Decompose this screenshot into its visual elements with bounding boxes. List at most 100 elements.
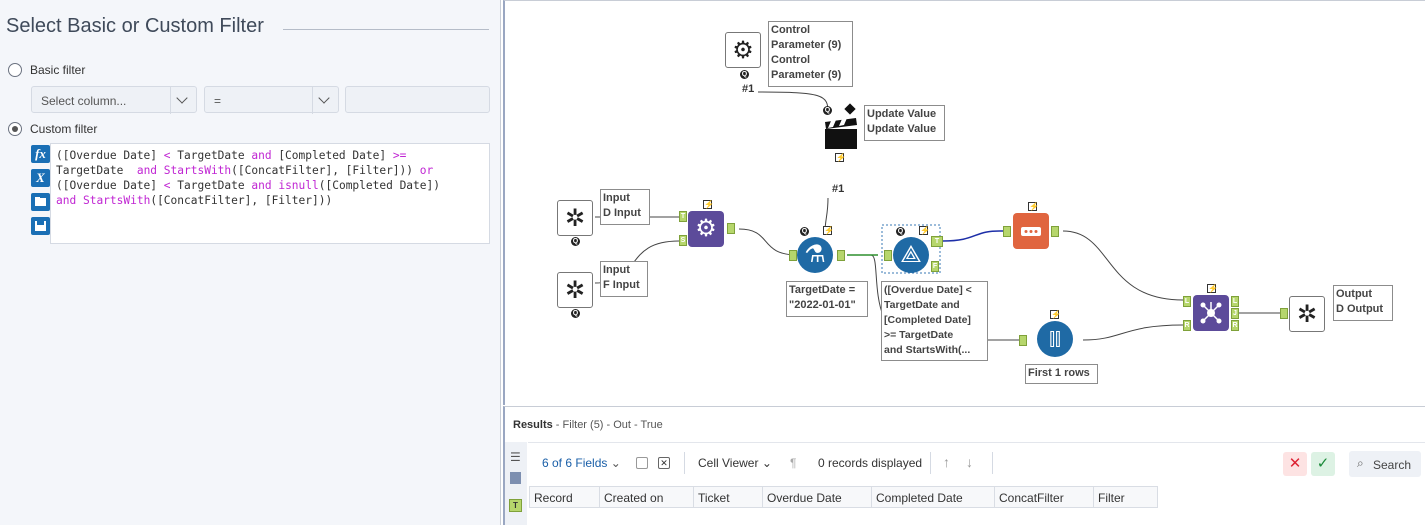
update-connection-label: #1 bbox=[832, 183, 845, 195]
pilcrow-icon[interactable]: ¶ bbox=[790, 456, 797, 470]
search-box[interactable]: ⌕ Search bbox=[1349, 451, 1421, 477]
search-label: Search bbox=[1373, 458, 1412, 472]
input-f-annotation: Input F Input bbox=[600, 261, 648, 297]
false-anchor[interactable]: F bbox=[931, 261, 939, 272]
join-tool[interactable] bbox=[1193, 295, 1229, 331]
confirm-icon[interactable]: ✓ bbox=[1311, 452, 1335, 476]
test-tubes-icon: ⫿⫿ bbox=[1049, 329, 1061, 349]
input-anchor[interactable] bbox=[1019, 335, 1027, 346]
join-left-anchor[interactable]: L bbox=[1183, 296, 1191, 307]
sample-tool[interactable]: ⫿⫿ bbox=[1037, 321, 1073, 357]
separator bbox=[930, 452, 931, 474]
input-anchor[interactable] bbox=[884, 250, 892, 261]
input-anchor-s[interactable]: S bbox=[679, 235, 687, 246]
cell-viewer-dropdown[interactable]: Cell Viewer ⌄ bbox=[698, 456, 772, 470]
separator bbox=[684, 452, 685, 474]
output-anchor[interactable] bbox=[727, 223, 735, 234]
deselect-icon[interactable]: ✕ bbox=[658, 457, 670, 469]
macro-input-icon: ✲ bbox=[564, 277, 586, 304]
basic-filter-label: Basic filter bbox=[30, 63, 86, 77]
panel-title: Select Basic or Custom Filter bbox=[6, 15, 264, 37]
select-column-placeholder: Select column... bbox=[41, 94, 127, 108]
custom-filter-radio[interactable] bbox=[8, 122, 22, 136]
column-header[interactable]: Record bbox=[529, 486, 600, 508]
arrow-down-icon[interactable]: ↓ bbox=[966, 454, 973, 470]
operator-dropdown[interactable]: = bbox=[204, 86, 339, 114]
dynamic-input-tool[interactable]: ⚙ bbox=[688, 211, 724, 247]
join-out-joined[interactable]: J bbox=[1231, 308, 1239, 319]
expression-line: ([Overdue Date] < TargetDate and isnull(… bbox=[56, 179, 440, 192]
join-out-right[interactable]: R bbox=[1231, 320, 1239, 331]
lightning-icon: ⚡ bbox=[1028, 202, 1039, 211]
column-header[interactable]: Created on bbox=[599, 486, 694, 508]
filter-tool[interactable]: ⟁ bbox=[893, 237, 929, 273]
ooo-icon bbox=[1021, 227, 1041, 236]
update-value-tool[interactable] bbox=[823, 116, 859, 152]
function-icon[interactable]: fx bbox=[31, 145, 50, 163]
results-title: Results bbox=[513, 419, 553, 431]
results-subtitle: - Filter (5) - Out - True bbox=[552, 419, 663, 431]
column-header[interactable]: Ticket bbox=[693, 486, 763, 508]
column-header[interactable]: Completed Date bbox=[871, 486, 995, 508]
filter-value-input[interactable] bbox=[345, 86, 490, 113]
input-d-annotation: Input D Input bbox=[600, 189, 650, 225]
input-f-tool[interactable]: ✲ bbox=[557, 272, 593, 308]
question-anchor-icon[interactable]: Q bbox=[823, 106, 832, 115]
basic-filter-radio[interactable] bbox=[8, 63, 22, 77]
input-anchor[interactable] bbox=[1280, 308, 1288, 319]
output-tool[interactable]: ✲ bbox=[1289, 296, 1325, 332]
checkbox-icon[interactable] bbox=[636, 457, 648, 469]
chevron-down-icon bbox=[312, 87, 338, 114]
column-header[interactable]: Overdue Date bbox=[762, 486, 872, 508]
variable-icon[interactable]: X bbox=[31, 169, 50, 187]
table-icon[interactable] bbox=[510, 472, 521, 484]
select-column-dropdown[interactable]: Select column... bbox=[31, 86, 197, 114]
expression-line: TargetDate and StartsWith([ConcatFilter]… bbox=[56, 164, 434, 177]
join-right-anchor[interactable]: R bbox=[1183, 320, 1191, 331]
filter-triangle-icon: ⟁ bbox=[900, 241, 922, 268]
output-anchor[interactable] bbox=[1051, 226, 1059, 237]
save-icon[interactable] bbox=[31, 217, 50, 235]
join-out-left[interactable]: L bbox=[1231, 296, 1239, 307]
results-header: Results - Filter (5) - Out - True bbox=[513, 419, 663, 431]
search-icon: ⌕ bbox=[1357, 456, 1364, 470]
fields-dropdown[interactable]: 6 of 6 Fields ⌄ bbox=[542, 456, 621, 470]
column-header[interactable]: Filter bbox=[1093, 486, 1158, 508]
toolbar-divider bbox=[528, 442, 1425, 443]
input-anchor[interactable] bbox=[1003, 226, 1011, 237]
expression-line: and StartsWith([ConcatFilter], [Filter])… bbox=[56, 194, 333, 207]
open-folder-icon[interactable] bbox=[31, 193, 50, 211]
filter-annotation: ([Overdue Date] < TargetDate and [Comple… bbox=[881, 281, 988, 361]
output-annotation: Output D Output bbox=[1333, 285, 1393, 321]
question-anchor-icon[interactable]: Q bbox=[800, 227, 809, 236]
record-id-tool[interactable] bbox=[1013, 213, 1049, 249]
configuration-panel bbox=[0, 0, 501, 525]
input-anchor[interactable] bbox=[789, 250, 797, 261]
macro-input-icon: ✲ bbox=[564, 205, 586, 232]
cell-viewer-label: Cell Viewer bbox=[698, 456, 759, 470]
arrow-up-icon[interactable]: ↑ bbox=[943, 454, 950, 470]
gears-icon: ⚙ bbox=[695, 215, 717, 242]
question-anchor-icon[interactable]: Q bbox=[571, 309, 580, 318]
question-anchor-icon[interactable]: Q bbox=[571, 237, 580, 246]
lightning-icon: ⚡ bbox=[823, 226, 834, 235]
expression-line: ([Overdue Date] < TargetDate and [Comple… bbox=[56, 149, 407, 162]
lightning-icon: ⚡ bbox=[1050, 310, 1061, 319]
question-anchor-icon[interactable]: Q bbox=[896, 227, 905, 236]
anchor-t-icon[interactable]: T bbox=[509, 499, 522, 512]
cancel-icon[interactable]: ✕ bbox=[1283, 452, 1307, 476]
chevron-down-icon: ⌄ bbox=[610, 456, 621, 470]
chevron-down-icon: ⌄ bbox=[761, 456, 772, 470]
true-anchor[interactable]: T bbox=[931, 236, 943, 247]
output-anchor[interactable] bbox=[837, 250, 845, 261]
join-nodes-icon bbox=[1200, 302, 1222, 324]
flask-icon: ⚗ bbox=[804, 241, 826, 268]
input-d-tool[interactable]: ✲ bbox=[557, 200, 593, 236]
formula-tool[interactable]: ⚗ bbox=[797, 237, 833, 273]
input-anchor-t[interactable]: T bbox=[679, 211, 687, 222]
expression-editor[interactable] bbox=[50, 143, 490, 244]
control-parameter-tool[interactable]: ⚙ bbox=[725, 32, 761, 68]
question-anchor-icon[interactable]: Q bbox=[740, 70, 749, 79]
column-header[interactable]: ConcatFilter bbox=[994, 486, 1094, 508]
list-icon[interactable]: ☰ bbox=[510, 450, 521, 464]
